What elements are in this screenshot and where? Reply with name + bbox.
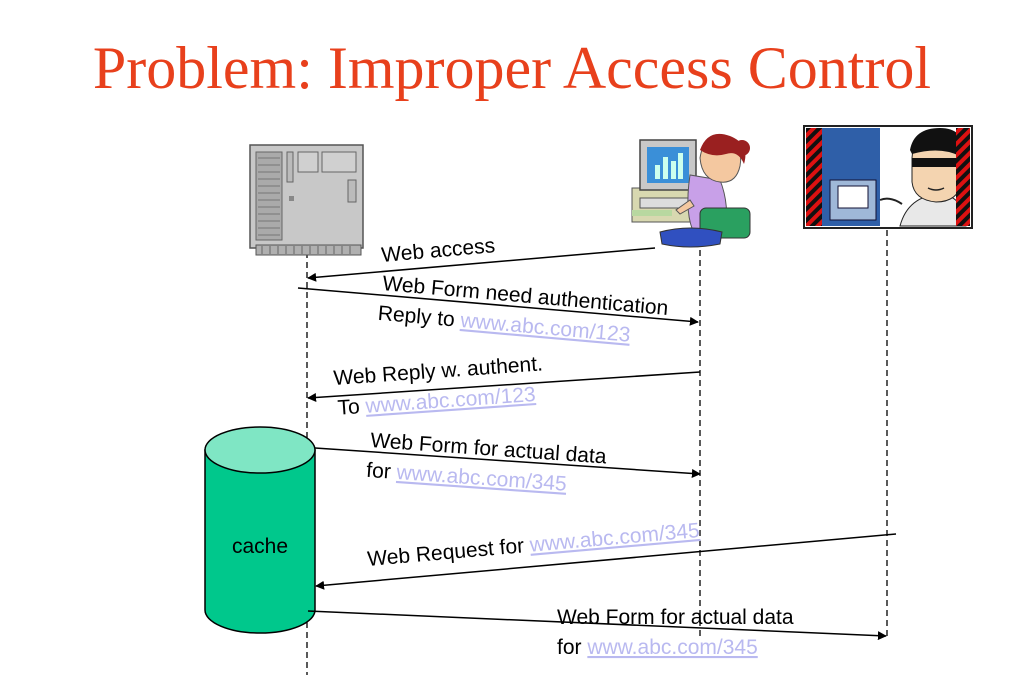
page-title: Problem: Improper Access Control (92, 35, 932, 101)
masked-attacker-icon (803, 125, 973, 229)
cache-cylinder: cache (204, 426, 316, 634)
arrow-data-form (314, 447, 701, 478)
url-link[interactable]: www.abc.com/123 (364, 383, 537, 418)
url-link[interactable]: www.abc.com/345 (586, 636, 757, 659)
arrow-web-access (307, 247, 656, 282)
message-label: Web Form for actual data for www.abc.com… (557, 606, 799, 659)
message-label: Web Reply w. authent. To www.abc.com/123 (333, 352, 552, 420)
message-label: Web Form for actual data for www.abc.com… (366, 429, 614, 499)
message-label: Web Request for www.abc.com/345 (366, 519, 700, 571)
url-link[interactable]: www.abc.com/345 (528, 519, 701, 557)
arrow-auth-form (297, 287, 699, 326)
arrow-attacker-request (315, 533, 897, 590)
url-link[interactable]: www.abc.com/345 (395, 461, 568, 496)
message-label: Web access (380, 234, 496, 267)
arrow-auth-reply (307, 371, 701, 402)
user-at-computer-icon (631, 133, 751, 248)
message-label: Web Form need authentication Reply to ww… (377, 272, 675, 350)
server-icon (249, 144, 364, 256)
arrow-cache-response (307, 610, 887, 641)
cache-label: cache (232, 535, 288, 558)
